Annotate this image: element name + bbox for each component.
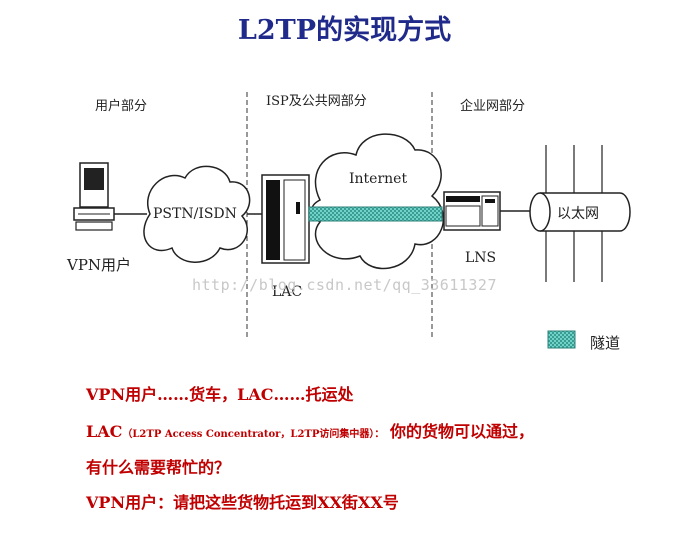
section-user-label: 用户部分 bbox=[95, 99, 148, 114]
ethernet-label: 以太网 bbox=[557, 206, 599, 222]
text-line-2-definition: （L2TP Access Concentrator，L2TP访问集中器）： bbox=[122, 429, 385, 440]
lac-server-icon bbox=[261, 174, 310, 264]
legend-tunnel-label: 隧道 bbox=[590, 334, 621, 352]
section-enterprise-label: 企业网部分 bbox=[460, 99, 526, 114]
text-line-2-reply: 你的货物可以通过， bbox=[384, 422, 534, 441]
lac-label: LAC bbox=[272, 284, 303, 300]
text-line-2-lac: LAC bbox=[86, 422, 123, 441]
text-line-2: LAC（L2TP Access Concentrator，L2TP访问集中器）：… bbox=[86, 418, 534, 442]
text-line-1: VPN用户……货车，LAC……托运处 bbox=[86, 385, 354, 404]
watermark-url: http://blog.csdn.net/qq_33611327 bbox=[192, 276, 497, 294]
computer-icon bbox=[73, 162, 115, 231]
ethernet-bus-icon bbox=[529, 145, 631, 282]
text-line-3: 有什么需要帮忙的？ bbox=[86, 458, 231, 477]
vpn-user-label: VPN用户 bbox=[67, 256, 132, 274]
section-isp-label: ISP及公共网部分 bbox=[266, 94, 367, 109]
pstn-cloud bbox=[143, 165, 251, 263]
pstn-label: PSTN/ISDN bbox=[153, 206, 237, 222]
legend-tunnel-swatch bbox=[547, 330, 576, 349]
page-title: L2TP的实现方式 bbox=[237, 15, 452, 46]
tunnel-bar bbox=[308, 206, 443, 222]
text-line-4: VPN用户：请把这些货物托运到XX街XX号 bbox=[86, 493, 399, 512]
lns-server-icon bbox=[443, 191, 501, 231]
lns-label: LNS bbox=[465, 250, 497, 266]
internet-cloud bbox=[311, 133, 444, 270]
internet-label: Internet bbox=[349, 171, 408, 187]
